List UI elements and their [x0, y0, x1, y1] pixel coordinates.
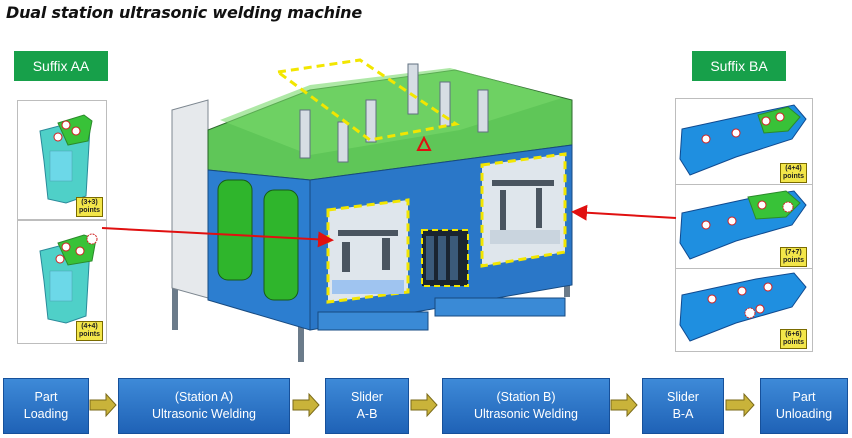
flow-arrow-icon — [90, 394, 116, 416]
flow-arrow-icon — [726, 394, 754, 416]
flow-arrow-icon — [293, 394, 319, 416]
flow-arrow-icon — [611, 394, 637, 416]
flow-arrow-icon — [411, 394, 437, 416]
